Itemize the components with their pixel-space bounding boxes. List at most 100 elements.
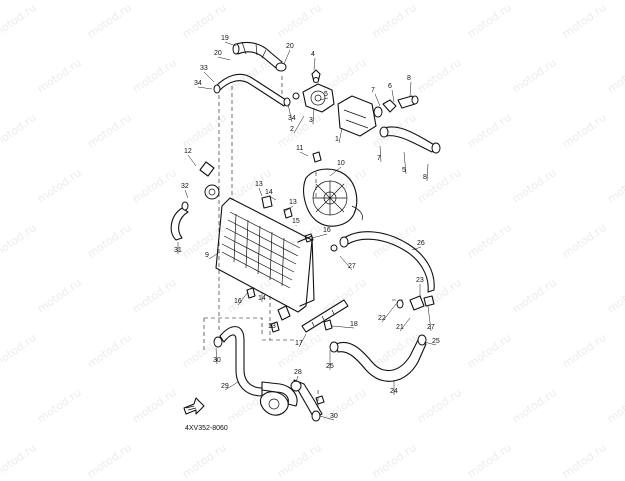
callout-leader-12 xyxy=(187,154,197,167)
callout-leader-7 xyxy=(374,93,381,107)
callout-leader-30 xyxy=(215,347,218,365)
callout-leader-9 xyxy=(208,251,221,260)
callout-number-27: 27 xyxy=(348,263,356,270)
hardware xyxy=(246,77,338,405)
callout-leader-4 xyxy=(313,57,316,71)
outlet-hose xyxy=(379,126,441,154)
callout-leader-16 xyxy=(311,233,328,239)
callout-leader-18 xyxy=(331,325,355,329)
callout-number-16: 16 xyxy=(234,298,242,305)
callout-leader-6 xyxy=(391,89,395,103)
callout-number-4: 4 xyxy=(311,51,315,58)
bracket xyxy=(301,299,349,333)
upper-hose xyxy=(232,41,287,72)
front-arrow-icon xyxy=(183,397,205,415)
callout-number-8: 8 xyxy=(423,174,427,181)
callout-number-16: 16 xyxy=(323,227,331,234)
diagram-code: 4XV352-8060 xyxy=(185,425,228,432)
callout-number-32: 32 xyxy=(181,183,189,190)
callout-leader-33 xyxy=(203,71,215,83)
callout-number-23: 23 xyxy=(416,277,424,284)
callout-number-21: 21 xyxy=(396,324,404,331)
callout-number-34: 34 xyxy=(194,80,202,87)
callout-leader-32 xyxy=(184,189,189,199)
callout-number-6: 6 xyxy=(388,83,392,90)
callout-number-25: 25 xyxy=(326,363,334,370)
callout-number-3: 3 xyxy=(309,117,313,124)
callout-leader-34 xyxy=(287,103,293,123)
callout-leader-26 xyxy=(411,246,422,251)
callout-number-30: 30 xyxy=(213,357,221,364)
callout-leader-5 xyxy=(403,151,407,175)
callout-leader-20 xyxy=(217,56,231,61)
callout-leader-19 xyxy=(224,41,237,47)
right-hose xyxy=(339,231,435,293)
thermostat-fittings xyxy=(382,95,419,113)
callout-number-33: 33 xyxy=(200,65,208,72)
callout-leader-27 xyxy=(427,305,432,332)
lower-hose xyxy=(329,334,427,382)
callout-number-15: 15 xyxy=(292,218,300,225)
callout-number-1: 1 xyxy=(335,136,339,143)
callout-number-26: 26 xyxy=(417,240,425,247)
callout-number-22: 22 xyxy=(378,315,386,322)
callout-leader-14 xyxy=(268,195,277,201)
callout-number-14: 14 xyxy=(258,295,266,302)
callout-leader-1 xyxy=(338,127,343,144)
radiator-cap-and-hose xyxy=(170,161,215,241)
callout-number-5: 5 xyxy=(402,167,406,174)
callout-number-9: 9 xyxy=(205,252,209,259)
callout-leader-13 xyxy=(283,205,294,213)
breather-hose xyxy=(213,73,291,107)
cooling-fan xyxy=(303,168,363,227)
assembly-lines xyxy=(203,76,404,410)
callout-number-25: 25 xyxy=(432,338,440,345)
callout-leader-11 xyxy=(299,151,309,157)
callout-number-2: 2 xyxy=(290,126,294,133)
callout-number-11: 11 xyxy=(296,145,303,152)
callout-number-7: 7 xyxy=(371,87,375,94)
callout-leader-28 xyxy=(295,375,299,383)
callout-leader-5 xyxy=(319,97,329,101)
callout-leader-17 xyxy=(298,333,307,348)
callout-leader-22 xyxy=(381,303,397,323)
callout-leader-16 xyxy=(237,291,249,306)
reservoir-fittings xyxy=(396,295,435,311)
callout-leader-20 xyxy=(283,49,291,65)
callout-number-8: 8 xyxy=(407,75,411,82)
callout-number-13: 13 xyxy=(268,323,276,330)
callout-number-20: 20 xyxy=(286,43,294,50)
callout-leader-3 xyxy=(312,107,315,125)
callout-number-34: 34 xyxy=(288,115,296,122)
callout-number-12: 12 xyxy=(184,148,192,155)
callout-leader-25 xyxy=(423,341,437,346)
callout-number-29: 29 xyxy=(221,383,229,390)
exploded-view: 1920204333434532176875811101232131413319… xyxy=(170,35,441,432)
lower-left-hose xyxy=(213,326,323,422)
callout-number-7: 7 xyxy=(377,155,381,162)
callout-leader-7 xyxy=(379,145,382,163)
callout-number-13: 13 xyxy=(255,181,263,188)
callout-leader-13 xyxy=(258,187,263,197)
callout-leader-8 xyxy=(409,81,412,97)
callout-number-10: 10 xyxy=(337,160,345,167)
callout-number-30: 30 xyxy=(330,413,338,420)
callout-number-27: 27 xyxy=(427,324,435,331)
callout-leader-10 xyxy=(329,166,342,177)
callout-number-28: 28 xyxy=(294,369,302,376)
callout-number-19: 19 xyxy=(221,35,229,42)
callout-leader-29 xyxy=(224,381,239,391)
callout-number-20: 20 xyxy=(214,50,222,57)
callout-number-18: 18 xyxy=(350,321,358,328)
water-pump xyxy=(259,391,289,416)
callout-leader-30 xyxy=(319,415,335,421)
callout-leader-8 xyxy=(426,163,429,182)
callout-leader-27 xyxy=(339,255,353,271)
callout-leader-21 xyxy=(399,317,411,332)
callout-number-13: 13 xyxy=(289,199,297,206)
callout-leader-2 xyxy=(293,115,305,134)
callout-number-14: 14 xyxy=(265,189,273,196)
callout-number-5: 5 xyxy=(324,91,328,98)
